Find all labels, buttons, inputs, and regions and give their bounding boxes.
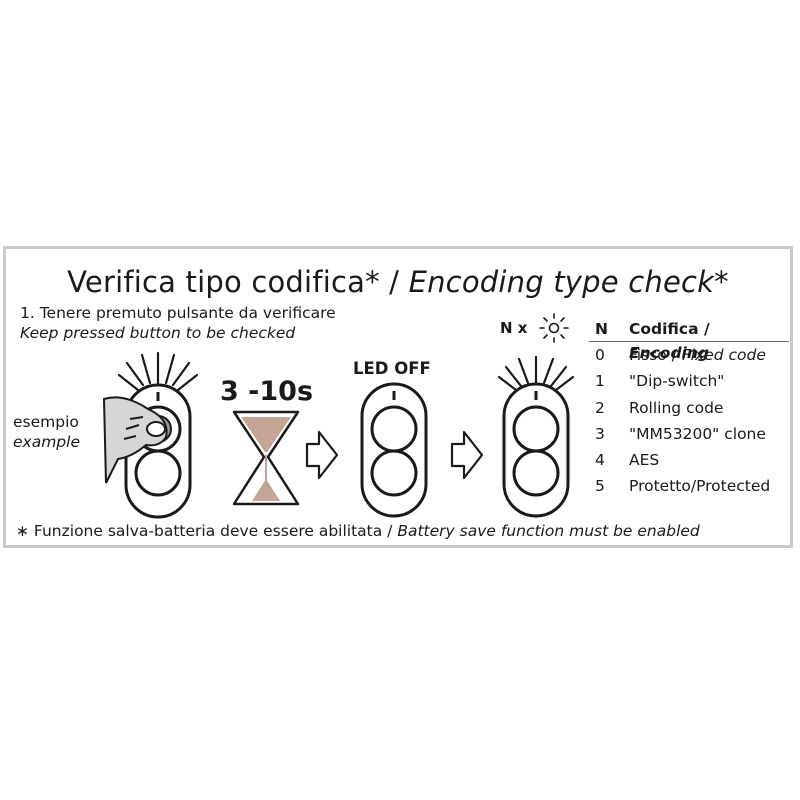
example-italian: esempio: [13, 413, 79, 431]
row-number: 2: [595, 398, 605, 417]
row-number: 5: [595, 477, 605, 496]
led-blink-icon: [497, 355, 575, 392]
led-blink-icon: [539, 313, 569, 343]
table-row: 3 "MM53200" clone: [589, 421, 789, 447]
row-label: Protetto/Protected: [629, 477, 771, 496]
row-number: 4: [595, 451, 605, 470]
led-blink-icon: [117, 351, 199, 392]
diagram-art: [102, 313, 575, 519]
arrow-right-icon: [450, 430, 484, 480]
row-number: 1: [595, 372, 605, 391]
example-label: esempio example: [13, 412, 80, 452]
row-label: AES: [629, 451, 660, 470]
step-1: 1. Tenere premuto pulsante da verificare…: [20, 303, 336, 343]
table-row: 0 Fisso / Fixed code: [589, 342, 789, 368]
finger-press-icon: [102, 396, 168, 484]
table-row: 1 "Dip-switch": [589, 368, 789, 394]
led-off-label: LED OFF: [353, 359, 431, 378]
table-row: 5 Protetto/Protected: [589, 473, 789, 499]
remote-icon: [502, 382, 570, 518]
step-1-italian: 1. Tenere premuto pulsante da verificare: [20, 304, 336, 322]
row-label: Fisso / Fixed code: [629, 342, 789, 368]
header-label: Codifica / Encoding: [629, 317, 789, 362]
row-label: "Dip-switch": [629, 372, 725, 391]
table-row: 4 AES: [589, 447, 789, 473]
arrow-right-icon: [305, 430, 339, 480]
example-english: example: [13, 433, 80, 451]
footnote: ∗ Funzione salva-batteria deve essere ab…: [16, 522, 700, 540]
step-1-english: Keep pressed button to be checked: [20, 324, 296, 342]
title-english: Encoding type check*: [408, 265, 729, 299]
title: Verifica tipo codifica* / Encoding type …: [6, 265, 790, 299]
footnote-english: Battery save function must be enabled: [397, 522, 700, 540]
table-header: N Codifica / Encoding: [589, 317, 789, 362]
encoding-table: N Codifica / Encoding 0 Fisso / Fixed co…: [589, 317, 789, 500]
row-label: "MM53200" clone: [629, 424, 766, 443]
header-label-english: Encoding: [629, 344, 709, 362]
hourglass-icon: [232, 410, 300, 506]
blink-count-label: N x: [500, 319, 528, 337]
row-number: 3: [595, 424, 605, 443]
row-label-italian: Fisso /: [629, 346, 682, 364]
header-label-italian: Codifica /: [629, 320, 710, 338]
encoding-check-card: Verifica tipo codifica* / Encoding type …: [3, 246, 793, 548]
title-italian: Verifica tipo codifica* /: [67, 265, 409, 299]
row-number: 0: [595, 346, 605, 364]
table-row: 2 Rolling code: [589, 395, 789, 421]
press-duration: 3 -10s: [220, 376, 314, 407]
remote-icon: [360, 382, 428, 518]
row-label: Rolling code: [629, 398, 724, 417]
footnote-italian: ∗ Funzione salva-batteria deve essere ab…: [16, 522, 398, 540]
row-label-english: Fixed code: [681, 346, 766, 364]
header-n: N: [595, 320, 608, 338]
